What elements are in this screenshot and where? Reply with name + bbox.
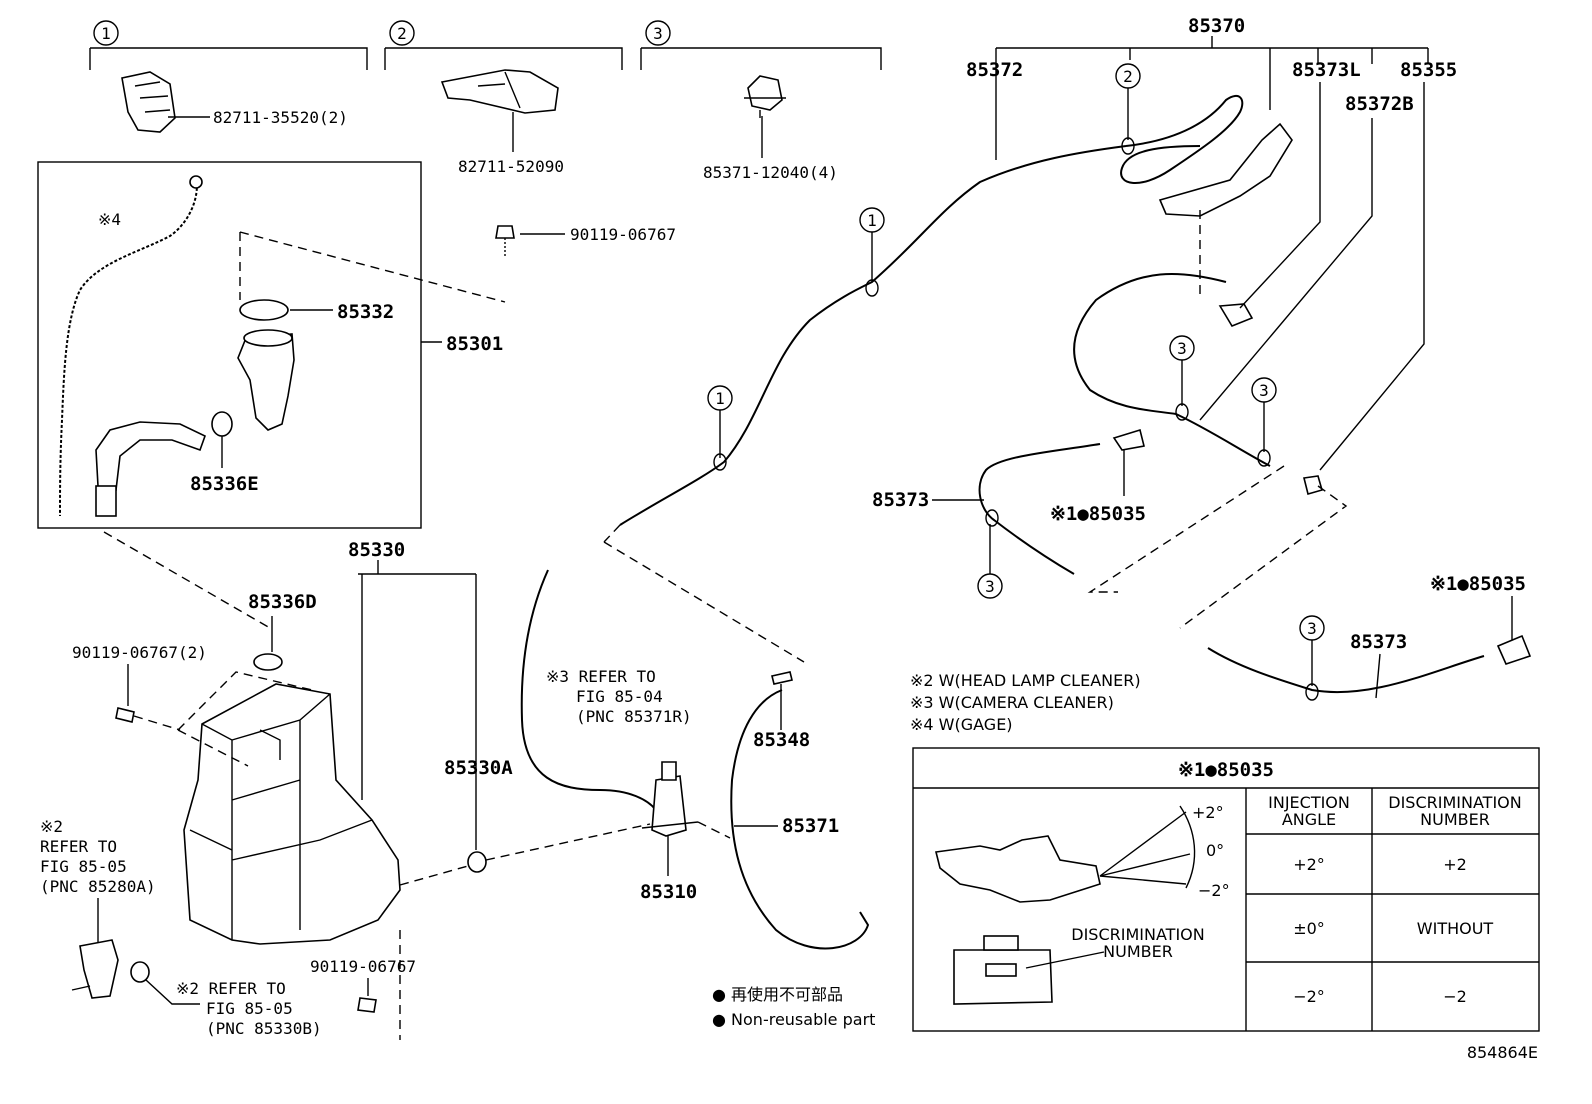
- label-85336E: 85336E: [190, 473, 259, 495]
- circle-label-2-a: 2: [1123, 67, 1133, 86]
- row2-angle: ±0°: [1293, 919, 1325, 938]
- circle-label-3-c: 3: [985, 577, 995, 596]
- label-85371-12040: 85371-12040(4): [703, 163, 838, 182]
- row1-number: +2: [1443, 855, 1467, 874]
- notes: ※2 W(HEAD LAMP CLEANER) ※3 W(CAMERA CLEA…: [910, 671, 1141, 734]
- circle-label-1-a: 1: [715, 389, 725, 408]
- label-90119-06767-top: 90119-06767: [570, 225, 676, 244]
- assembly-85370: 85370 85372 2 85373L 85355 85372B: [966, 15, 1457, 471]
- header-discrimination: DISCRIMINATION: [1388, 793, 1521, 812]
- label-85035-right: ※1●85035: [1430, 573, 1526, 595]
- label-85301: 85301: [446, 333, 503, 355]
- tank-assembly: 85330 85336D 90119-06767(2) 85330A 90119…: [72, 531, 651, 1040]
- ref-85330B-line3: (PNC 85330B): [206, 1019, 322, 1038]
- circle-label-3: 3: [653, 24, 663, 43]
- row1-angle: +2°: [1293, 855, 1325, 874]
- label-85373L: 85373L: [1292, 59, 1361, 81]
- label-90119-06767-2: 90119-06767(2): [72, 643, 207, 662]
- center-hose: 1 1: [603, 145, 1127, 663]
- cap-85332: [239, 299, 289, 321]
- ref-85280A-line4: (PNC 85280A): [40, 877, 156, 896]
- label-85330A: 85330A: [444, 757, 513, 779]
- gage-note: ※4: [98, 210, 121, 229]
- label-85372: 85372: [966, 59, 1023, 81]
- label-85310: 85310: [640, 881, 697, 903]
- legend: ● 再使用不可部品 ● Non-reusable part: [712, 985, 875, 1029]
- joint-85348: [771, 671, 793, 685]
- circle-label-1-b: 1: [867, 211, 877, 230]
- legend-en: ● Non-reusable part: [712, 1010, 875, 1029]
- hose-85371: 85348 85371: [730, 671, 870, 950]
- inlet-assembly: ※4 85332 85336E 85301: [59, 175, 506, 517]
- camera-cleaner-hose: 3 3: [1073, 272, 1348, 629]
- clip-85371-12040: 85371-12040(4): [703, 75, 838, 182]
- disc-label-1: DISCRIMINATION: [1071, 925, 1204, 944]
- ref-85330B-line2: FIG 85-05: [206, 999, 293, 1018]
- group-bracket-1: 1: [89, 20, 368, 70]
- circle-label-2: 2: [397, 24, 407, 43]
- label-85373-left: 85373: [872, 489, 929, 511]
- row3-number: −2: [1443, 987, 1467, 1006]
- grommet-85336D: [253, 653, 283, 671]
- circle-label-3-a: 3: [1177, 339, 1187, 358]
- header-angle: ANGLE: [1282, 810, 1336, 829]
- label-85370: 85370: [1188, 15, 1245, 37]
- bolt-90119-06767-top: 90119-06767: [495, 225, 676, 256]
- angle-minus: −2°: [1198, 881, 1230, 900]
- label-85332: 85332: [337, 301, 394, 323]
- label-82711-35520: 82711-35520(2): [213, 108, 348, 127]
- note-3: ※3 W(CAMERA CLEANER): [910, 693, 1114, 712]
- label-85373-right: 85373: [1350, 631, 1407, 653]
- ref-85330B-line1: ※2 REFER TO: [176, 979, 286, 998]
- label-85348: 85348: [753, 729, 810, 751]
- pump-85310: ※3 REFER TO FIG 85-04 (PNC 85371R) 85310: [520, 569, 731, 903]
- ref-85371R-line2: FIG 85-04: [576, 687, 663, 706]
- group-bracket-2: 2: [384, 20, 623, 70]
- ref-85280A-line1: ※2: [40, 817, 63, 836]
- header-number: NUMBER: [1420, 810, 1490, 829]
- disc-label-2: NUMBER: [1103, 942, 1173, 961]
- circle-label-3-b: 3: [1259, 381, 1269, 400]
- circle-label-3-d: 3: [1307, 619, 1317, 638]
- label-85372B: 85372B: [1345, 93, 1414, 115]
- ref-85371R-line1: ※3 REFER TO: [546, 667, 656, 686]
- label-85355: 85355: [1400, 59, 1457, 81]
- cover-82711-52090: 82711-52090: [440, 69, 564, 176]
- group-bracket-3: 3: [640, 20, 882, 70]
- ref-85280A-line3: FIG 85-05: [40, 857, 127, 876]
- diagram-id: 854864E: [1467, 1043, 1538, 1062]
- clamp-82711-35520: 82711-35520(2): [121, 71, 348, 133]
- row3-angle: −2°: [1293, 987, 1325, 1006]
- table-title: ※1●85035: [1178, 759, 1274, 781]
- hose-85373-left: 85373 3 ※1●85035: [872, 428, 1146, 599]
- injection-angle-table: ※1●85035 INJECTION ANGLE DISCRIMINATION …: [912, 747, 1540, 1032]
- label-85336D: 85336D: [248, 591, 317, 613]
- inlet-assembly-box: [37, 161, 422, 529]
- ref-85330B: ※2 REFER TO FIG 85-05 (PNC 85330B): [130, 961, 322, 1038]
- label-90119-06767-bot: 90119-06767: [310, 957, 416, 976]
- circle-label-1: 1: [101, 24, 111, 43]
- label-85371: 85371: [782, 815, 839, 837]
- ref-85280A-line2: REFER TO: [40, 837, 117, 856]
- label-82711-52090: 82711-52090: [458, 157, 564, 176]
- legend-jp: ● 再使用不可部品: [712, 985, 843, 1004]
- header-injection: INJECTION: [1268, 793, 1350, 812]
- grommet-85336E: [211, 411, 233, 437]
- angle-plus: +2°: [1192, 803, 1224, 822]
- ref-85371R-line3: (PNC 85371R): [576, 707, 692, 726]
- label-85035-mid: ※1●85035: [1050, 503, 1146, 525]
- grommet-85330A: [467, 851, 487, 873]
- ref-85280A: ※2 REFER TO FIG 85-05 (PNC 85280A): [40, 817, 156, 999]
- row2-number: WITHOUT: [1417, 919, 1494, 938]
- hose-85373-right: 3 85373 ※1●85035: [1207, 573, 1532, 701]
- note-2: ※2 W(HEAD LAMP CLEANER): [910, 671, 1141, 690]
- note-4: ※4 W(GAGE): [910, 715, 1013, 734]
- label-85330: 85330: [348, 539, 405, 561]
- angle-zero: 0°: [1206, 841, 1224, 860]
